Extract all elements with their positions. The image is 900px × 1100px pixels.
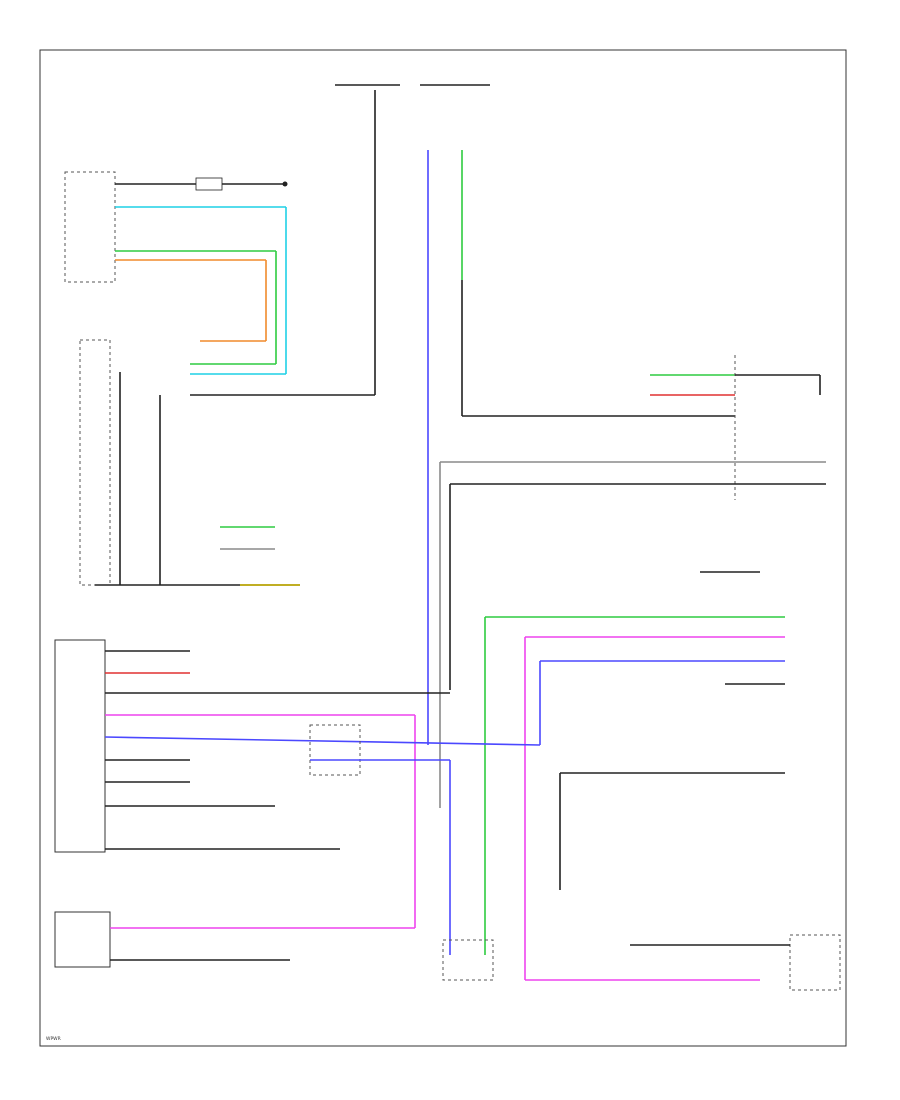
ground-point (282, 181, 288, 187)
diagram-frame (39, 49, 847, 1047)
junction-connector (309, 724, 361, 776)
combination-meter-assembly (79, 339, 111, 586)
left-ecu-box (54, 639, 106, 853)
fuse-block-top (195, 177, 223, 191)
right-sensor-assembly (789, 934, 841, 991)
bottom-center-sensor (442, 939, 494, 981)
left-sensor-box (54, 911, 111, 968)
wire-ecu-blue (104, 736, 541, 746)
footer-code: WPWR (46, 1036, 61, 1042)
headlight-dimmer-switch-assembly (64, 171, 116, 283)
